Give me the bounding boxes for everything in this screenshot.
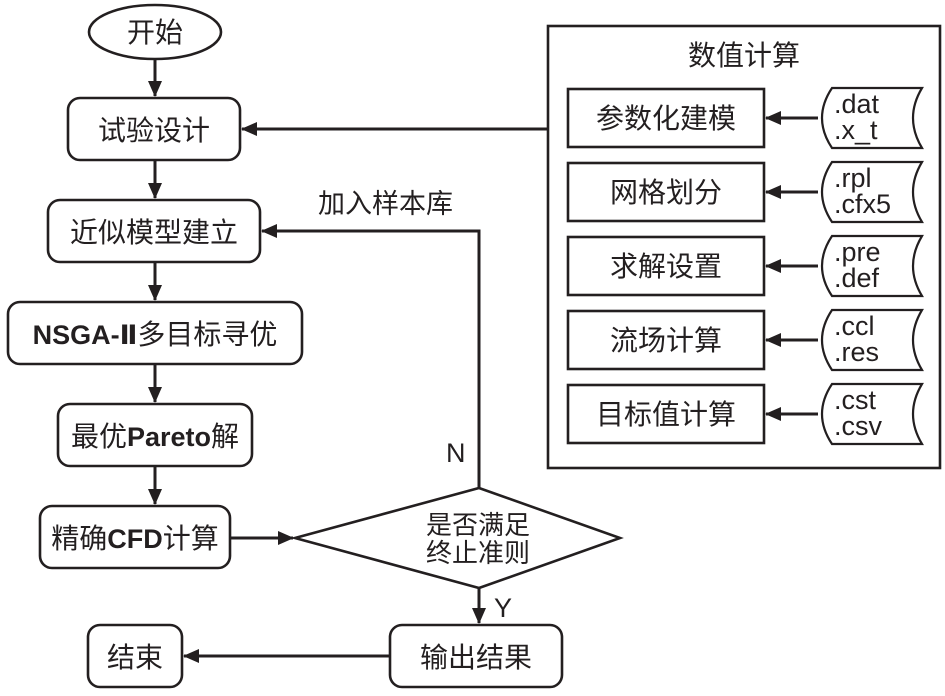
start-label: 开始 bbox=[127, 16, 183, 49]
panel-step: 网格划分 .rpl.cfx5 bbox=[566, 160, 924, 224]
nsga-suffix: 多目标寻优 bbox=[137, 318, 277, 351]
step-label: 网格划分 bbox=[610, 176, 722, 209]
step-box bbox=[566, 87, 766, 149]
end-label: 结束 bbox=[107, 641, 163, 674]
file-extension: .csv bbox=[834, 411, 883, 441]
step-box bbox=[566, 383, 766, 445]
output-node: 输出结果 bbox=[388, 623, 564, 689]
pareto-prefix: 最优 bbox=[71, 420, 127, 453]
panel-step: 参数化建模 .dat.x_t bbox=[566, 86, 924, 150]
step-box bbox=[566, 161, 766, 223]
step-box bbox=[566, 309, 766, 371]
decision-line1: 是否满足 bbox=[426, 511, 530, 541]
step-label: 参数化建模 bbox=[596, 102, 736, 135]
file-storage-shape bbox=[821, 234, 924, 298]
yes-label: Y bbox=[494, 593, 512, 623]
surrogate-node: 近似模型建立 bbox=[46, 198, 262, 264]
pareto-label: 最优Pareto解 bbox=[71, 420, 239, 453]
surrogate-label: 近似模型建立 bbox=[70, 216, 238, 249]
no-label: N bbox=[446, 438, 466, 468]
pareto-suffix: 解 bbox=[211, 420, 239, 453]
loop-label: 加入样本库 bbox=[318, 189, 453, 220]
file-extension: .cst bbox=[834, 385, 877, 415]
step-label: 求解设置 bbox=[610, 250, 722, 283]
decision-line2: 终止准则 bbox=[426, 539, 530, 569]
nsga-node: NSGA-Ⅱ多目标寻优 bbox=[6, 300, 304, 366]
panel-title: 数值计算 bbox=[688, 39, 800, 72]
file-storage-shape bbox=[821, 382, 924, 446]
end-node: 结束 bbox=[86, 623, 184, 689]
file-extension: .x_t bbox=[834, 115, 878, 145]
numerical-panel: 数值计算 参数化建模 .dat.x_t 网格划分 .rpl.cfx5 求解设置 .pre.… bbox=[546, 24, 942, 470]
pareto-mid: Pareto bbox=[127, 422, 211, 452]
file-storage-shape bbox=[821, 160, 924, 224]
nsga-prefix: NSGA-Ⅱ bbox=[33, 320, 138, 350]
file-extension: .cfx5 bbox=[834, 189, 891, 219]
pareto-node: 最优Pareto解 bbox=[56, 402, 254, 468]
decision-node: 是否满足 终止准则 bbox=[290, 486, 624, 590]
cfd-node: 精确CFD计算 bbox=[38, 504, 232, 570]
cfd-suffix: 计算 bbox=[163, 522, 219, 555]
file-extension: .res bbox=[834, 337, 879, 367]
file-extension: .pre bbox=[834, 237, 881, 267]
output-label: 输出结果 bbox=[420, 641, 532, 674]
cfd-label: 精确CFD计算 bbox=[51, 522, 219, 555]
file-storage-shape bbox=[821, 308, 924, 372]
cfd-prefix: 精确 bbox=[51, 522, 107, 555]
panel-step: 求解设置 .pre.def bbox=[566, 234, 924, 298]
file-extension: .dat bbox=[834, 89, 880, 119]
nsga-label: NSGA-Ⅱ多目标寻优 bbox=[33, 318, 278, 351]
step-label: 流场计算 bbox=[610, 324, 722, 357]
cfd-mid: CFD bbox=[107, 524, 163, 554]
step-label: 目标值计算 bbox=[596, 398, 736, 431]
arrow-no-loop-to-surrogate bbox=[261, 224, 481, 488]
file-storage-shape bbox=[821, 86, 924, 150]
file-extension: .ccl bbox=[834, 311, 875, 341]
panel-step: 流场计算 .ccl.res bbox=[566, 308, 924, 372]
file-extension: .rpl bbox=[834, 163, 872, 193]
panel-step: 目标值计算 .cst.csv bbox=[566, 382, 924, 446]
start-node: 开始 bbox=[87, 3, 223, 61]
file-extension: .def bbox=[834, 263, 880, 293]
doe-label: 试验设计 bbox=[98, 114, 210, 147]
step-box bbox=[566, 235, 766, 297]
doe-node: 试验设计 bbox=[66, 96, 242, 162]
